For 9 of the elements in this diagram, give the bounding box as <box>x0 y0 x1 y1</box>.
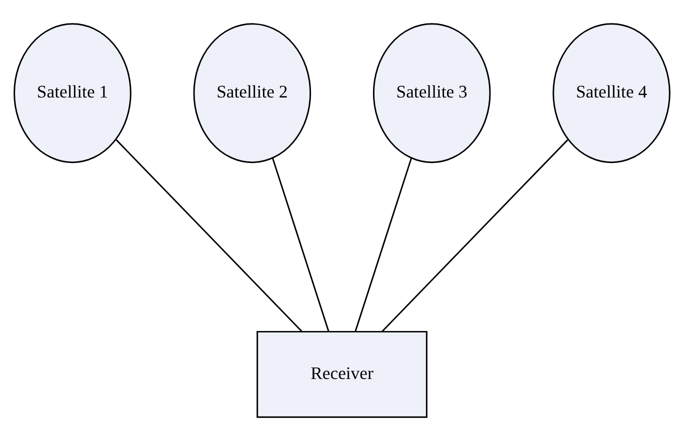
node-ellipse: Satellite 1 <box>14 22 132 163</box>
node-ellipse: Satellite 3 <box>372 22 491 163</box>
connector <box>354 158 412 332</box>
connector <box>382 138 568 332</box>
connector <box>272 158 330 332</box>
node-ellipse: Satellite 2 <box>193 22 312 163</box>
connector <box>116 138 302 332</box>
node-box: Receiver <box>256 330 428 418</box>
node-ellipse: Satellite 4 <box>552 22 670 163</box>
